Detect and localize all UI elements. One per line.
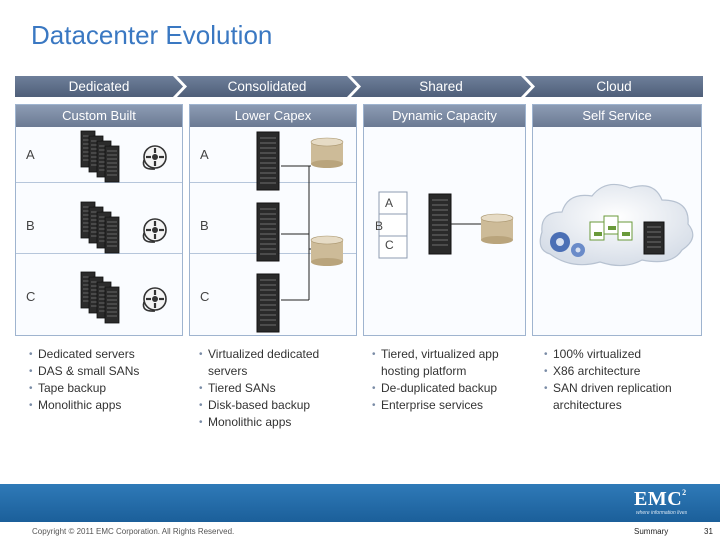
- bullet-item: Disk-based backup: [199, 397, 339, 414]
- server-rack-a: [256, 131, 280, 191]
- custom-built-illustration: [80, 130, 168, 324]
- bullet-item: Dedicated servers: [29, 346, 179, 363]
- label-a: A: [26, 147, 35, 162]
- shared-server-rack: [428, 193, 452, 255]
- stage-cloud: Cloud: [525, 76, 703, 97]
- label-b: B: [200, 218, 209, 233]
- racks-row-b: [80, 201, 120, 254]
- label-c: C: [200, 289, 210, 304]
- label-b: B: [26, 218, 35, 233]
- self-service-illustration: [539, 183, 694, 267]
- racks-row-a: [80, 130, 120, 183]
- copyright-text: Copyright © 2011 EMC Corporation. All Ri…: [32, 527, 235, 536]
- panel-header: Lower Capex: [190, 105, 356, 127]
- bullet-item: X86 architecture: [544, 363, 694, 380]
- tape-reel-a: [142, 144, 168, 171]
- bullets-lower-capex: Virtualized dedicated servers Tiered SAN…: [199, 346, 339, 431]
- bullet-item: Monolithic apps: [199, 414, 339, 431]
- label-a: A: [200, 147, 209, 162]
- stage-dedicated: Dedicated: [15, 76, 183, 97]
- bullet-item: Enterprise services: [372, 397, 517, 414]
- bullet-item: 100% virtualized: [544, 346, 694, 363]
- stage-consolidated: Consolidated: [177, 76, 357, 97]
- panel-header: Custom Built: [16, 105, 182, 127]
- tape-reel-b: [142, 217, 168, 244]
- section-label: Summary: [634, 527, 669, 536]
- bullet-item: Virtualized dedicated servers: [199, 346, 339, 380]
- label-c: C: [26, 289, 36, 304]
- app-tiles: [589, 215, 633, 241]
- bullet-item: De-duplicated backup: [372, 380, 517, 397]
- emc-logo: EMC2: [634, 488, 687, 510]
- row-divider: [16, 253, 182, 254]
- label-c: C: [385, 238, 394, 252]
- panel-header: Dynamic Capacity: [364, 105, 525, 127]
- gear-icon: [550, 232, 585, 257]
- cloud-server-rack: [643, 221, 665, 255]
- storage-tier-1: [310, 137, 344, 169]
- bullet-item: Monolithic apps: [29, 397, 179, 414]
- label-a: A: [385, 196, 393, 210]
- bullet-item: Tape backup: [29, 380, 179, 397]
- storage-tier-2: [310, 235, 344, 267]
- panel-header: Self Service: [533, 105, 701, 127]
- server-rack-b: [256, 202, 280, 262]
- emc-tagline: where information lives: [636, 510, 688, 516]
- stage-shared: Shared: [351, 76, 531, 97]
- bullet-item: SAN driven replication architectures: [544, 380, 694, 414]
- page-number: 31: [704, 527, 713, 536]
- racks-row-c: [80, 271, 120, 324]
- bullet-item: Tiered SANs: [199, 380, 339, 397]
- dynamic-capacity-illustration: A B C: [375, 191, 514, 259]
- tape-reel-c: [142, 286, 168, 313]
- slide-title: Datacenter Evolution: [31, 20, 273, 50]
- label-b: B: [375, 219, 383, 233]
- footer-band: [0, 484, 720, 522]
- bullet-item: DAS & small SANs: [29, 363, 179, 380]
- bullets-dynamic-capacity: Tiered, virtualized app hosting platform…: [372, 346, 517, 414]
- bullet-item: Tiered, virtualized app hosting platform: [372, 346, 517, 380]
- shared-storage: [480, 213, 514, 244]
- bullets-custom-built: Dedicated servers DAS & small SANs Tape …: [29, 346, 179, 414]
- row-divider: [16, 182, 182, 183]
- bullets-self-service: 100% virtualized X86 architecture SAN dr…: [544, 346, 694, 414]
- server-rack-c: [256, 273, 280, 333]
- lower-capex-illustration: [256, 131, 344, 333]
